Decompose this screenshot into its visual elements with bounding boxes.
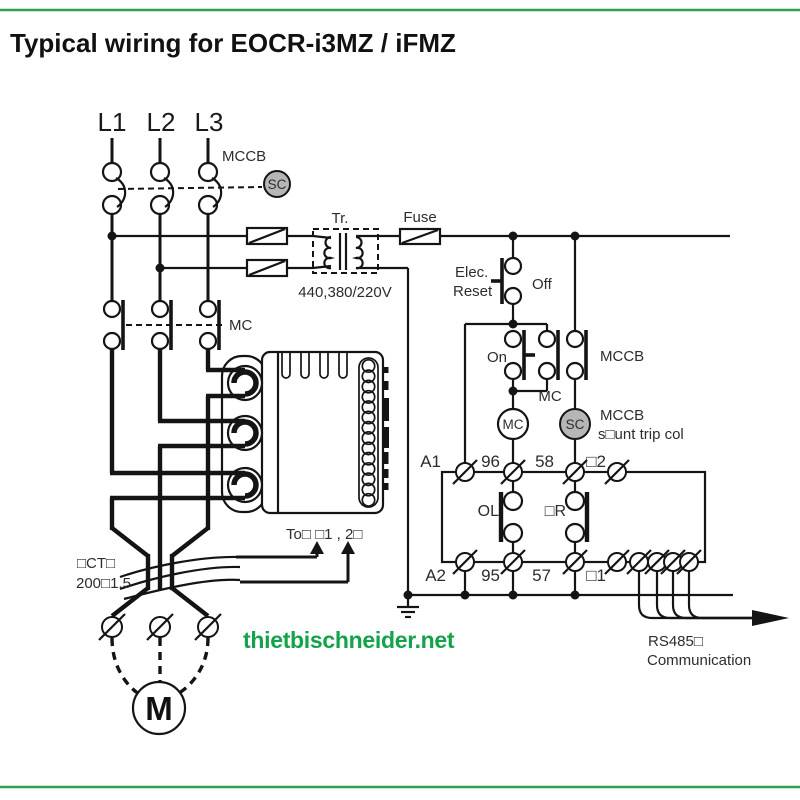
rs485-section: RS485□ Communication <box>637 571 789 669</box>
eocr-device <box>220 350 389 515</box>
ct-name-label: □CT□ <box>77 555 115 572</box>
terminal-57-label: 57 <box>532 566 551 585</box>
supply-section: Tr. 440,380/220V Fuse <box>112 209 730 595</box>
on-label: On <box>487 349 507 366</box>
ol-label: OL <box>478 503 499 520</box>
mccb-label: MCCB <box>222 148 266 165</box>
slot-icon <box>281 353 291 379</box>
wire-break-icons <box>98 613 222 641</box>
slot-icon <box>338 353 348 379</box>
ct-note-label: To□ □1 , 2□ <box>286 526 362 543</box>
fuse-icon <box>245 258 289 278</box>
shunt-label-line2: s□unt trip col <box>598 426 684 443</box>
mc-coil-label: MC <box>503 417 524 432</box>
elec-reset-label-line1: Elec. <box>455 264 488 281</box>
off-button-icon <box>491 256 523 306</box>
relay-terminal-box: OL □R A1 96 58 □2 <box>420 452 707 585</box>
motor-label: M <box>145 690 173 727</box>
fuse-icon <box>245 226 289 246</box>
mc-contactor-label: MC <box>229 317 252 334</box>
watermark: thietbischneider.net <box>243 627 455 653</box>
r-label: □R <box>545 503 566 520</box>
ct-motor-section: □CT□ 200□1.5 To□ □1 , 2□ M <box>76 526 362 736</box>
fuse-label: Fuse <box>403 209 436 226</box>
power-section: L1 L2 L3 MCCB SC <box>98 107 291 351</box>
sc-label: SC <box>268 177 287 192</box>
sc-trip-coil-icon <box>263 170 291 198</box>
sc-coil-label: SC <box>566 417 585 432</box>
mccb-contact-label: MCCB <box>600 348 644 365</box>
ct-loop <box>231 419 259 447</box>
mc-contactor-icon <box>102 299 224 351</box>
ct-wiring <box>109 349 259 590</box>
fuse-icon <box>398 227 442 246</box>
ol-contact-icon <box>498 490 524 544</box>
elec-reset-label-line2: Reset <box>453 283 493 300</box>
phase-l3-label: L3 <box>195 107 224 137</box>
r-contact-icon <box>564 490 590 544</box>
terminal-strip <box>358 357 379 508</box>
terminal-58-label: 58 <box>535 452 554 471</box>
ct-lead-arrows <box>236 541 355 584</box>
on-button-icon <box>503 329 535 381</box>
mc-aux-label: MC <box>538 388 561 405</box>
ground-icon <box>397 595 419 619</box>
transformer-label: Tr. <box>332 210 349 227</box>
terminal-1-label: □1 <box>586 566 606 585</box>
terminal-a1-label: A1 <box>420 452 441 471</box>
terminal-a2-label: A2 <box>425 566 446 585</box>
rs485-label: RS485□ <box>648 633 703 650</box>
terminal-96-label: 96 <box>481 452 500 471</box>
terminal-2-label: □2 <box>586 452 606 471</box>
mc-aux-contact-icon <box>537 329 560 381</box>
voltage-label: 440,380/220V <box>298 284 391 301</box>
ground-rail-section <box>397 571 733 619</box>
communication-label: Communication <box>647 652 751 669</box>
page-title: Typical wiring for EOCR-i3MZ / iFMZ <box>10 28 456 58</box>
terminal-95-label: 95 <box>481 566 500 585</box>
mccb-contact-icon <box>565 329 588 381</box>
motor-icon <box>131 680 187 736</box>
slot-icon <box>300 353 310 379</box>
phase-l1-label: L1 <box>98 107 127 137</box>
mccb-breaker-icon <box>101 161 291 216</box>
ct-ratio-label: 200□1.5 <box>76 575 131 592</box>
terminal-strip-screws <box>361 358 376 507</box>
control-section: Elec. Reset Off On MC MCCB <box>453 231 684 465</box>
shunt-label-line1: MCCB <box>600 407 644 424</box>
transformer-icon <box>312 228 379 274</box>
phase-l2-label: L2 <box>147 107 176 137</box>
ct-loop <box>231 369 259 397</box>
terminal-icons-top <box>452 459 630 485</box>
arrow-right-icon <box>752 610 789 626</box>
ct-loop <box>231 471 259 499</box>
ct-coil-icon <box>119 555 241 601</box>
off-label: Off <box>532 276 553 293</box>
slot-icon <box>319 353 329 379</box>
side-connector-icon <box>383 367 389 490</box>
